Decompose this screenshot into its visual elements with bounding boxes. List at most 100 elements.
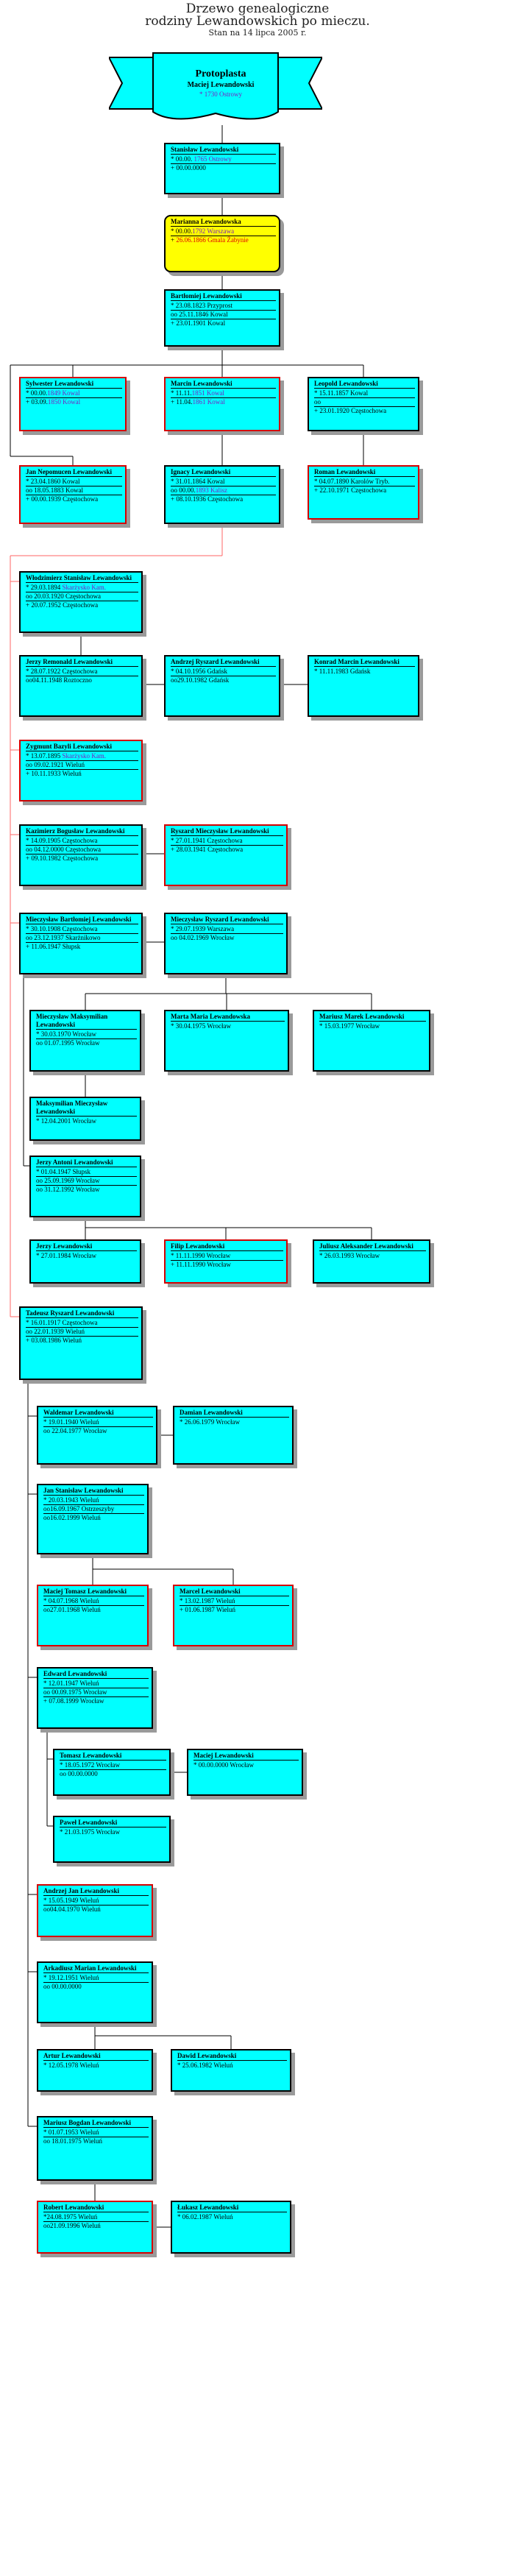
person-box-mieczyslaw_r: Mieczysław Ryszard Lewandowski* 29.07.19… xyxy=(164,913,288,974)
person-event-row: oo 01.07.1995 Wrocław xyxy=(36,1039,137,1047)
person-box-jerzy: Jerzy Lewandowski* 27.01.1984 Wrocław xyxy=(29,1239,141,1284)
person-event-row: + 09.10.1982 Częstochowa xyxy=(26,854,138,863)
event-place: 1849 Kowal xyxy=(47,389,80,397)
event-date: * 30.10.1908 Częstochowa xyxy=(26,925,98,933)
event-date: oo04.11.1948 Roztoczno xyxy=(26,676,92,684)
person-event-row: oo 00.00.0000 xyxy=(43,1983,149,1991)
person-box-arkadiusz: Arkadiusz Marian Lewandowski* 19.12.1951… xyxy=(37,1961,153,2023)
person-name: Maciej Lewandowski xyxy=(193,1752,299,1761)
person-box-roman: Roman Lewandowski* 04.07.1890 Karolów Tr… xyxy=(308,465,419,520)
event-date: + 03.08.1986 Wieluń xyxy=(26,1337,82,1344)
event-date: * 20.03.1943 Wieluń xyxy=(43,1496,99,1504)
title-line-1: Drzewo genealogiczne xyxy=(185,1,330,16)
person-box-jan_nep: Jan Nepomucen Lewandowski* 23.04.1860 Ko… xyxy=(19,465,127,524)
person-event-row: * 14.09.1905 Częstochowa xyxy=(26,837,138,846)
person-event-row: * 30.03.1970 Wrocław xyxy=(36,1030,137,1039)
event-date: * 23.04.1860 Kowal xyxy=(26,478,80,485)
person-event-row: oo16.02.1999 Wieluń xyxy=(43,1514,144,1522)
person-name: Marta Maria Lewandowska xyxy=(171,1013,285,1022)
person-event-row: oo 00.09.1975 Wrocław xyxy=(43,1688,149,1697)
event-date: + 00.00.0000 xyxy=(171,164,206,171)
event-date: * 11.11. xyxy=(171,389,192,397)
person-event-row: oo21.09.1996 Wieluń xyxy=(43,2222,149,2230)
event-place: 1765 Ostrowy xyxy=(193,155,232,163)
person-box-mariusz_m: Mariusz Marek Lewandowski* 15.03.1977 Wr… xyxy=(313,1010,430,1072)
person-event-row: oo04.04.1970 Wieluń xyxy=(43,1906,149,1914)
person-event-row: * 15.05.1949 Wieluń xyxy=(43,1897,149,1906)
person-event-row: oo 25.11.1846 Kowal xyxy=(171,311,276,319)
event-date: oo 22.04.1977 Wrocław xyxy=(43,1427,107,1434)
person-event-row: + 11.06.1947 Słupsk xyxy=(26,943,138,951)
event-date: * 12.05.1978 Wieluń xyxy=(43,2062,99,2069)
event-date: * 01.07.1953 Wieluń xyxy=(43,2129,99,2136)
person-name: Mariusz Bogdan Lewandowski xyxy=(43,2119,149,2128)
person-event-row: * 00.00.1849 Kowal xyxy=(26,389,122,398)
event-date: * 27.01.1984 Wrocław xyxy=(36,1252,96,1259)
person-event-row: oo 18.01.1975 Wieluń xyxy=(43,2137,149,2145)
event-date: + 00.00.1939 Częstochowa xyxy=(26,495,99,503)
person-name: Mariusz Marek Lewandowski xyxy=(319,1013,426,1022)
person-event-row: oo 09.02.1921 Wieluń xyxy=(26,761,138,770)
person-box-jan_s: Jan Stanisław Lewandowski* 20.03.1943 Wi… xyxy=(37,1484,149,1554)
event-date: * 12.01.1947 Wieluń xyxy=(43,1680,99,1687)
event-date: + 03.09. xyxy=(26,398,48,406)
event-date: * 31.01.1864 Kowal xyxy=(171,478,225,485)
person-event-row: + 01.06.1987 Wieluń xyxy=(180,1606,289,1614)
person-event-row: * 26.06.1979 Wrocław xyxy=(180,1418,289,1426)
person-event-row: oo 22.04.1977 Wrocław xyxy=(43,1427,153,1435)
person-event-row: * 18.05.1972 Wrocław xyxy=(60,1761,166,1770)
person-event-row: * 19.01.1940 Wieluń xyxy=(43,1418,153,1427)
event-date: oo 22.01.1939 Wieluń xyxy=(26,1328,85,1335)
person-name: Juliusz Aleksander Lewandowski xyxy=(319,1242,426,1251)
person-event-row: * 00.00.1792 Warszawa xyxy=(171,227,276,236)
person-event-row: * 19.12.1951 Wieluń xyxy=(43,1974,149,1983)
banner-body xyxy=(152,52,279,120)
person-event-row: * 15.11.1857 Kowal xyxy=(314,389,415,398)
person-event-row: oo 00.00.0000 xyxy=(60,1770,166,1778)
event-date: + 28.03.1941 Częstochowa xyxy=(171,846,244,853)
person-event-row: * 01.04.1947 Słupsk xyxy=(36,1168,137,1177)
event-date: oo16.09.1967 Ostrzeszyby xyxy=(43,1505,115,1512)
person-box-ryszard_m: Ryszard Mieczysław Lewandowski* 27.01.19… xyxy=(164,824,288,886)
event-date: * 21.03.1975 Wrocław xyxy=(60,1828,120,1836)
person-name: Mieczysław Bartłomiej Lewandowski xyxy=(26,916,138,924)
person-name: Maksymilian Mieczysław Lewandowski xyxy=(36,1100,137,1117)
event-date: * 29.07.1939 Warszawa xyxy=(171,925,235,933)
person-event-row: * 12.01.1947 Wieluń xyxy=(43,1680,149,1688)
person-event-row: oo04.11.1948 Roztoczno xyxy=(26,676,138,684)
person-name: Włodzimierz Stanisław Lewandowski xyxy=(26,574,138,583)
person-event-row: * 13.07.1895 Skarżysko Kam. xyxy=(26,752,138,761)
person-event-row: * 12.04.2001 Wrocław xyxy=(36,1117,137,1125)
person-name: Artur Lewandowski xyxy=(43,2052,149,2061)
event-date: oo29.10.1982 Gdańsk xyxy=(171,676,230,684)
person-name: Tomasz Lewandowski xyxy=(60,1752,166,1761)
person-event-row: * 27.01.1984 Wrocław xyxy=(36,1252,137,1260)
person-box-tadeusz: Tadeusz Ryszard Lewandowski* 16.01.1917 … xyxy=(19,1306,143,1380)
person-event-row: * 15.03.1977 Wrocław xyxy=(319,1022,426,1030)
event-place: Skarżysko Kam. xyxy=(62,752,107,760)
event-date: oo04.04.1970 Wieluń xyxy=(43,1906,101,1913)
event-date: * 00.00.0000 Wrocław xyxy=(193,1761,254,1769)
person-box-lukasz: Łukasz Lewandowski* 06.02.1987 Wieluń xyxy=(171,2201,291,2254)
person-event-row: + 23.01.1920 Częstochowa xyxy=(314,407,415,415)
person-name: Edward Lewandowski xyxy=(43,1670,149,1679)
event-date: * 15.11.1857 Kowal xyxy=(314,389,369,397)
person-event-row: oo 04.12.0000 Częstochowa xyxy=(26,846,138,854)
event-date: oo 31.12.1992 Wrocław xyxy=(36,1186,100,1193)
event-date: * 29.03.1894 xyxy=(26,584,63,591)
person-name: Marcel Lewandowski xyxy=(180,1588,289,1596)
person-event-row: * 28.07.1922 Częstochowa xyxy=(26,668,138,676)
event-date: oo 20.03.1920 Częstochowa xyxy=(26,592,101,600)
event-date: + 08.10.1936 Częstochowa xyxy=(171,495,244,503)
person-event-row: oo29.10.1982 Gdańsk xyxy=(171,676,276,684)
event-date: * 25.06.1982 Wieluń xyxy=(177,2062,233,2069)
event-date: oo xyxy=(314,398,321,406)
person-event-row: * 29.03.1894 Skarżysko Kam. xyxy=(26,584,138,592)
person-box-andrzej_j: Andrzej Jan Lewandowski* 15.05.1949 Wiel… xyxy=(37,1884,153,1937)
person-event-row: oo 18.05.1883 Kowal xyxy=(26,486,122,495)
person-box-mariusz_b: Mariusz Bogdan Lewandowski* 01.07.1953 W… xyxy=(37,2116,153,2181)
person-box-marcel: Marcel Lewandowski* 13.02.1987 Wieluń+ 0… xyxy=(173,1585,294,1646)
